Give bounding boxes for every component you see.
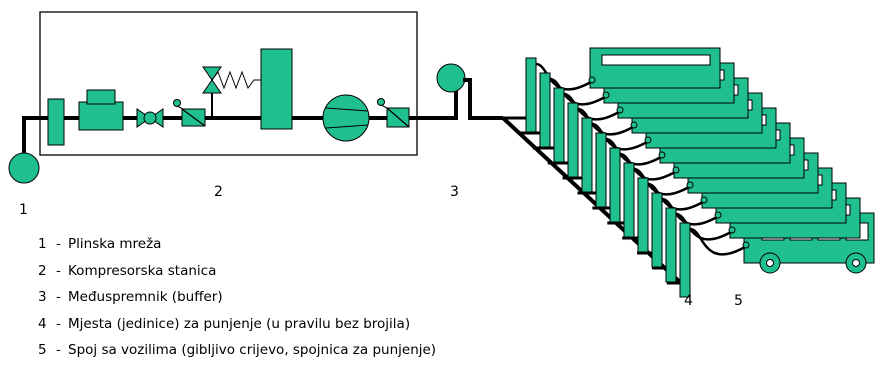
filling-hose [577,107,634,136]
dispenser-unit [637,177,649,253]
filling-nozzle [602,91,610,99]
dispenser-unit [679,222,691,298]
filling-nozzle [728,226,736,234]
filling-hose [689,227,746,256]
gas-dryer-top [86,89,116,105]
filling-hose [549,77,606,106]
legend-item: 5-Spoj sa vozilima (gibljivo crijevo, sp… [38,342,436,369]
check-valve-icon [181,108,206,127]
check-valve-icon [386,107,410,128]
dispenser-unit [567,102,579,178]
legend-dash: - [56,315,61,332]
legend: 1-Plinska mreža 2-Kompresorska stanica 3… [38,236,436,369]
legend-dash: - [56,342,61,358]
label-buffer: 3 [450,184,459,200]
vehicle-window-band [601,54,711,66]
filling-nozzle [742,241,750,249]
filling-nozzle [630,121,638,129]
filling-hose [535,62,592,91]
dispenser-unit [525,57,537,133]
filling-nozzle [658,151,666,159]
filling-nozzle [644,136,652,144]
distribution-pipe [463,78,503,120]
gas-vessel [260,48,293,130]
filling-hose [591,122,648,151]
gas-dryer-body [78,101,124,131]
filling-hose [563,92,620,121]
gas-network-icon [8,152,40,184]
dispenser-unit [539,72,551,148]
check-valve-icon [377,98,385,106]
filling-nozzle [714,211,722,219]
filling-nozzle [686,181,694,189]
dispenser-unit [623,162,635,238]
legend-number: 1 [38,236,47,252]
compressor-icon [325,124,369,129]
legend-dash: - [56,262,61,279]
legend-number: 3 [38,289,47,305]
legend-text: Mjesta (jedinice) za punjenje (u pravilu… [68,315,411,332]
inlet-filter [47,98,65,146]
relief-valve-icon [202,79,222,94]
bus-wheel-hub [766,259,774,267]
dispensers-group [501,57,750,298]
legend-dash: - [56,236,61,252]
dispenser-unit [665,207,677,283]
legend-item: 3-Međuspremnik (buffer) [38,289,436,316]
dispenser-unit [595,132,607,208]
legend-number: 4 [38,315,47,332]
ball-valve-icon [143,111,157,125]
dispenser-unit [581,117,593,193]
legend-text: Spoj sa vozilima (gibljivo crijevo, spoj… [68,342,437,358]
dispenser-unit [651,192,663,268]
dispenser-unit [609,147,621,223]
label-vehicle-connection: 5 [734,293,743,309]
filling-hose [633,167,690,196]
legend-text: Međuspremnik (buffer) [68,289,223,305]
vehicle-body [589,47,721,89]
compressor-station-frame [39,11,418,156]
vehicles-group [589,47,875,274]
legend-dash: - [56,289,61,305]
filling-nozzle [700,196,708,204]
legend-item: 4-Mjesta (jedinice) za punjenje (u pravi… [38,316,436,343]
label-compressor-station: 2 [214,184,223,200]
legend-number: 5 [38,342,47,358]
check-valve-icon [380,104,388,109]
compressor-icon [325,107,369,112]
filling-hose [605,137,662,166]
filling-nozzle [588,76,596,84]
filling-nozzle [672,166,680,174]
spring-icon [211,70,262,90]
filling-nozzle [616,106,624,114]
filling-hose [619,152,676,181]
legend-number: 2 [38,262,47,279]
legend-item: 2-Kompresorska stanica [38,263,436,290]
bus-wheel-hub [852,259,860,267]
filling-hose [675,212,732,241]
check-valve-icon [173,99,181,107]
legend-item: 1-Plinska mreža [38,236,436,263]
buffer-icon [436,63,466,93]
filling-hose [647,182,704,211]
filling-hose [661,197,718,226]
label-gas-network: 1 [19,202,28,218]
legend-text: Kompresorska stanica [68,262,217,279]
label-dispensers: 4 [684,293,693,309]
dispenser-unit [553,87,565,163]
compressor-icon [322,94,370,142]
legend-text: Plinska mreža [68,236,162,252]
